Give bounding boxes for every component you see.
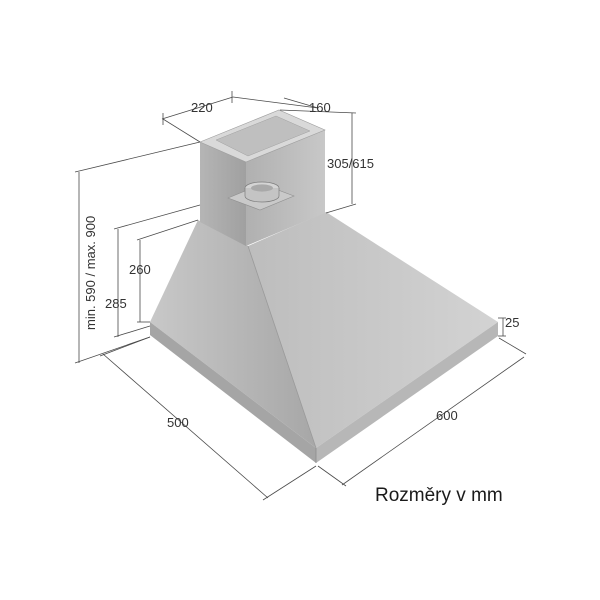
caption: Rozměry v mm bbox=[375, 485, 503, 506]
dim-hood-depth: 500 bbox=[167, 415, 189, 430]
dim-chimney-height: 305/615 bbox=[327, 156, 374, 171]
chimney-right-face bbox=[246, 130, 325, 246]
chimney bbox=[199, 109, 326, 246]
chimney-opening bbox=[215, 115, 311, 157]
dimension-labels: 220 160 305/615 min. 590 / max. 900 260 … bbox=[83, 100, 519, 430]
dim-canopy-outer: 285 bbox=[105, 296, 127, 311]
exhaust-pipe-body bbox=[244, 188, 280, 203]
dim-chimney-width: 220 bbox=[191, 100, 213, 115]
dim-chimney-depth: 160 bbox=[309, 100, 331, 115]
canopy-front-edge bbox=[247, 245, 317, 449]
dim-hood-width: 600 bbox=[436, 408, 458, 423]
dimension-lines bbox=[74, 91, 527, 501]
canopy-left-face bbox=[150, 220, 316, 448]
dim-total-height: min. 590 / max. 900 bbox=[83, 216, 98, 330]
exhaust-pipe-hole bbox=[251, 184, 273, 192]
canopy-right-face bbox=[248, 212, 498, 448]
hood-body bbox=[150, 212, 498, 463]
rim-left-face bbox=[150, 322, 316, 463]
chimney-left-face bbox=[200, 142, 246, 246]
rim-right-face bbox=[316, 322, 498, 463]
dim-rim-thickness: 25 bbox=[505, 315, 519, 330]
dim-canopy-inner: 260 bbox=[129, 262, 151, 277]
